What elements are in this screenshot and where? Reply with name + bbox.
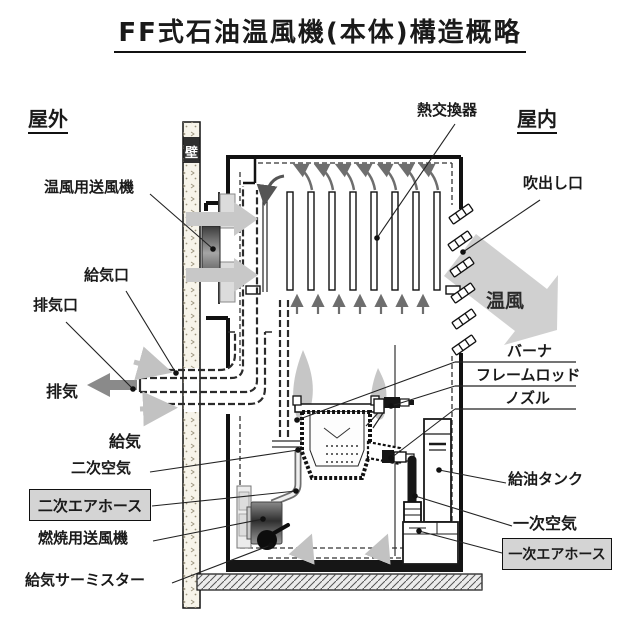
inner-liner <box>239 162 453 559</box>
intake-arrows <box>133 346 178 427</box>
region-outdoor: 屋外 <box>28 108 68 134</box>
label-primary-air: 一次空気 <box>513 514 578 533</box>
region-indoor: 屋内 <box>517 108 557 134</box>
leader-lines <box>65 123 576 584</box>
title-wrap: FF式石油温風機(本体)構造概略 <box>0 12 640 53</box>
secondary-air-hose-part <box>270 450 302 507</box>
flue-pipes <box>138 186 302 448</box>
label-flame-rod: フレームロッド <box>476 366 581 384</box>
label-intake-port: 給気口 <box>84 266 130 284</box>
label-burner: バーナ <box>507 342 553 360</box>
wall-pipe-gap <box>184 368 199 412</box>
label-primary-air-hose: 一次エアホース <box>502 538 612 570</box>
exhaust-arrow <box>87 373 137 397</box>
label-oil-tank: 給油タンク <box>508 470 584 488</box>
label-secondary-air: 二次空気 <box>71 459 132 477</box>
label-warm-air-flow: 温風 <box>486 290 525 312</box>
wall-label: 壁 <box>184 146 198 161</box>
combustion-blower <box>236 485 283 549</box>
primary-air-hose-text: 一次エアホース <box>508 547 606 563</box>
label-outlet: 吹出し口 <box>523 174 584 192</box>
floor-air-arrows <box>288 533 391 565</box>
label-nozzle: ノズル <box>505 389 551 407</box>
label-combustion-fan: 燃焼用送風機 <box>38 529 129 547</box>
label-warm-air-fan: 温風用送風機 <box>44 178 135 196</box>
label-secondary-air-hose: 二次エアホース <box>29 489 151 521</box>
warm-air-fan-part <box>186 192 258 304</box>
label-intake-flow: 給気 <box>109 432 142 451</box>
burner <box>292 395 380 480</box>
ground <box>196 573 483 591</box>
hx-flow-arrows <box>256 163 440 314</box>
building-wall <box>182 121 201 609</box>
heat-exchanger <box>243 157 461 295</box>
outlet-louvers <box>447 203 477 356</box>
label-exhaust-port: 排気口 <box>33 296 79 314</box>
wall-stamp <box>183 137 200 163</box>
secondary-air-hose-text: 二次エアホース <box>37 496 143 515</box>
page-title: FF式石油温風機(本体)構造概略 <box>114 12 526 53</box>
label-heat-exchanger: 熱交換器 <box>417 101 478 119</box>
label-intake-thermistor: 給気サーミスター <box>25 571 146 589</box>
label-exhaust-flow: 排気 <box>46 382 79 401</box>
